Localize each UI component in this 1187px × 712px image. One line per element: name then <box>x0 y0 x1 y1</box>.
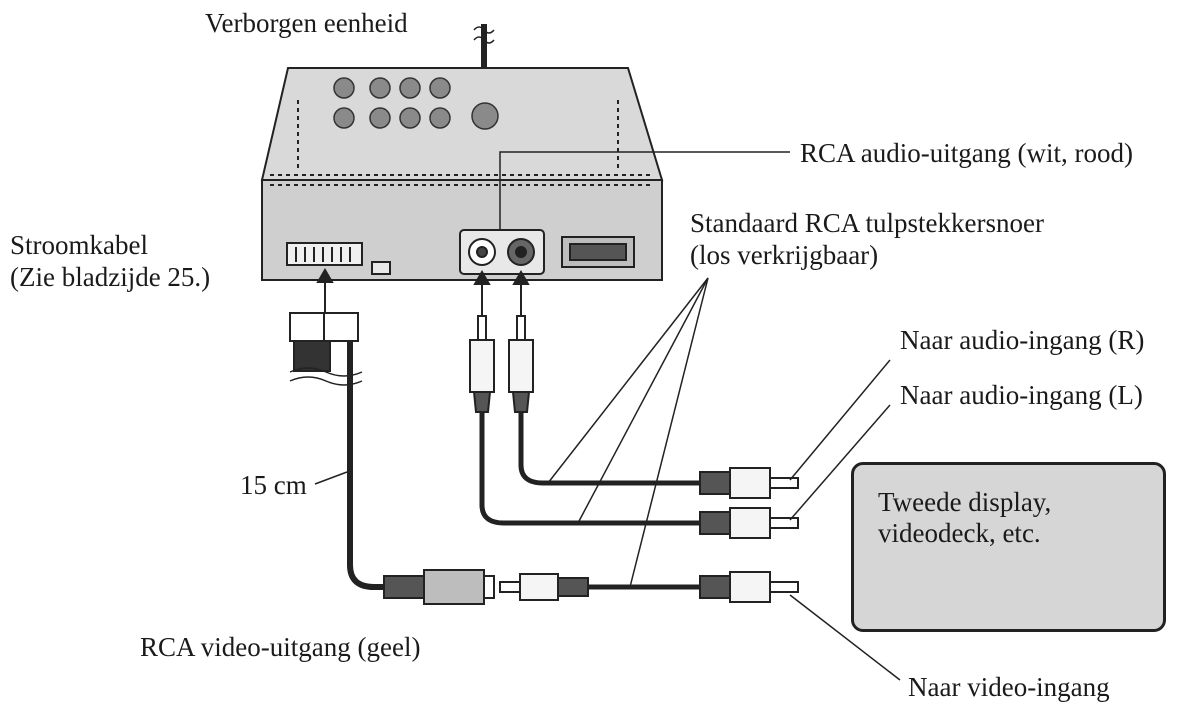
power-plug <box>289 312 363 386</box>
rca-cable-label-line2: (los verkrijgbaar) <box>690 240 879 270</box>
power-cable-label-line1: Stroomkabel <box>10 230 148 260</box>
display-text: Tweede display,videodeck, etc. <box>878 487 1051 549</box>
display-line1: Tweede display, <box>878 487 1052 517</box>
video-in-label: Naar video-ingang <box>908 672 1110 702</box>
power-cable-label-line2: (Zie bladzijde 25.) <box>10 262 211 292</box>
leader-lines <box>547 277 901 681</box>
hidden-unit-label: Verborgen eenheid <box>205 8 408 38</box>
arrows <box>316 268 530 320</box>
rca-cable-label-line1: Standaard RCA tulpstekkersnoer <box>690 208 1044 238</box>
rca-plugs-audio <box>469 315 534 413</box>
hidden-unit <box>260 24 664 281</box>
length-label: 15 cm <box>240 470 307 500</box>
display-line2: videodeck, etc. <box>878 518 1041 548</box>
audio-in-r-label: Naar audio-ingang (R) <box>900 325 1145 355</box>
rca-audio-out-label: RCA audio-uitgang (wit, rood) <box>800 138 1133 168</box>
audio-in-l-label: Naar audio-ingang (L) <box>900 380 1143 410</box>
rca-video-out-label: RCA video-uitgang (geel) <box>140 632 421 662</box>
second-display-box: Tweede display,videodeck, etc. <box>851 462 1166 632</box>
top-connectors <box>333 77 499 130</box>
rca-plugs-right <box>699 467 799 603</box>
rca-video-out-plug <box>383 569 495 605</box>
